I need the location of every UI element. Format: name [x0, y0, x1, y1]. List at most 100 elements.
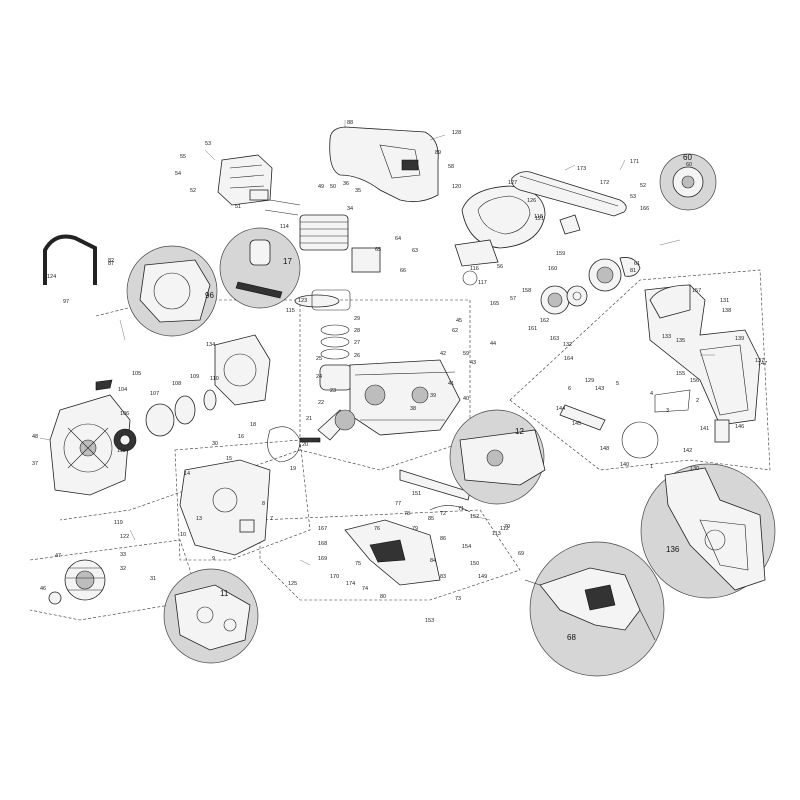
bumper-spike: [264, 199, 471, 501]
part-label: 168: [318, 541, 327, 547]
part-label: 1: [650, 464, 653, 470]
part-label: 28: [354, 328, 360, 334]
part-label: 171: [630, 159, 639, 165]
part-label: 47: [55, 553, 61, 559]
part-label: 74: [362, 586, 368, 592]
part-label: 43: [470, 360, 476, 366]
part-label: 53: [630, 194, 636, 200]
part-label: 125: [288, 581, 297, 587]
part-label: 150: [470, 561, 479, 567]
part-label: 144: [556, 406, 565, 412]
part-label: 132: [563, 342, 572, 348]
part-label: 114: [280, 224, 289, 230]
part-label: 110: [210, 376, 219, 382]
part-label: 105: [132, 371, 141, 377]
part-label: 51: [235, 204, 241, 210]
part-label: 169: [318, 556, 327, 562]
part-label: 70: [504, 524, 510, 530]
part-label: 65: [375, 247, 381, 253]
crankshaft: [299, 409, 356, 443]
part-label: 36: [343, 181, 349, 187]
part-label: 72: [440, 511, 446, 517]
part-label: 37: [32, 461, 38, 467]
callout-68-label: 68: [567, 633, 576, 642]
part-label: 107: [150, 391, 159, 397]
part-label: 38: [410, 406, 416, 412]
part-label: 64: [395, 236, 401, 242]
part-label: 97: [63, 299, 69, 305]
part-label: 30: [212, 441, 218, 447]
part-label: 56: [497, 264, 503, 270]
part-label: 69: [518, 551, 524, 557]
part-label: 120: [452, 184, 461, 190]
part-label: 127: [508, 180, 517, 186]
part-label: 54: [175, 171, 181, 177]
part-label: 126: [527, 198, 536, 204]
front-handle: [43, 234, 97, 285]
part-label: 140: [620, 462, 629, 468]
part-label: 111: [117, 448, 125, 454]
part-label: 166: [640, 206, 649, 212]
tank-housing: [179, 459, 271, 556]
part-label: 88: [347, 120, 353, 126]
part-label: 55: [180, 154, 186, 160]
part-label: 25: [316, 356, 322, 362]
part-label: 73: [455, 596, 461, 602]
part-label: 2: [696, 398, 699, 404]
part-label: 170: [330, 574, 339, 580]
part-label: 10: [180, 532, 186, 538]
part-label: 49: [318, 184, 324, 190]
part-label: 149: [478, 574, 487, 580]
air-filter-cover: [454, 185, 546, 267]
part-label: 159: [556, 251, 565, 257]
callout-17: 17: [219, 227, 301, 309]
part-label: 78: [404, 511, 410, 517]
part-label: 52: [640, 183, 646, 189]
part-label: 60: [686, 162, 692, 168]
part-label: 85: [428, 516, 434, 522]
part-label: 66: [400, 268, 406, 274]
part-label: 128: [452, 130, 461, 136]
part-label: 35: [355, 188, 361, 194]
part-label: 112: [500, 526, 509, 532]
part-label: 147: [758, 361, 767, 367]
part-label: 165: [490, 301, 499, 307]
starter-housing: [49, 394, 131, 496]
part-label: 117: [478, 280, 487, 286]
callout-17-label: 17: [283, 257, 292, 266]
recoil-parts: [95, 379, 217, 452]
part-label: 39: [430, 393, 436, 399]
part-label: 27: [354, 340, 360, 346]
part-label: 129: [585, 378, 594, 384]
part-label: 113: [492, 531, 501, 537]
clutch-assembly: [540, 257, 641, 315]
callout-60-label: 60: [683, 153, 692, 162]
part-label: 3: [666, 408, 669, 414]
part-label: 151: [412, 491, 421, 497]
part-label: 63: [412, 248, 418, 254]
part-label: 53: [205, 141, 211, 147]
part-label: 61: [634, 261, 640, 267]
part-label: 76: [374, 526, 380, 532]
part-label: 142: [683, 448, 692, 454]
part-label: 22: [318, 400, 324, 406]
callout-12: 12: [449, 409, 546, 505]
part-label: 26: [354, 353, 360, 359]
part-label: 19: [290, 466, 296, 472]
part-label: 52: [190, 188, 196, 194]
part-label: 108: [172, 381, 181, 387]
part-label: 138: [722, 308, 731, 314]
part-label: 14: [184, 471, 190, 477]
part-label: 152: [470, 514, 479, 520]
part-label: 162: [540, 318, 549, 324]
part-label: 123: [298, 298, 307, 304]
part-label: 42: [440, 351, 446, 357]
part-label: 139: [735, 336, 744, 342]
chain-brake-parts: [559, 389, 730, 459]
part-label: 46: [40, 586, 46, 592]
part-label: 82: [108, 258, 114, 264]
part-label: 153: [425, 618, 434, 624]
part-label: 6: [568, 386, 571, 392]
part-label: 50: [330, 184, 336, 190]
